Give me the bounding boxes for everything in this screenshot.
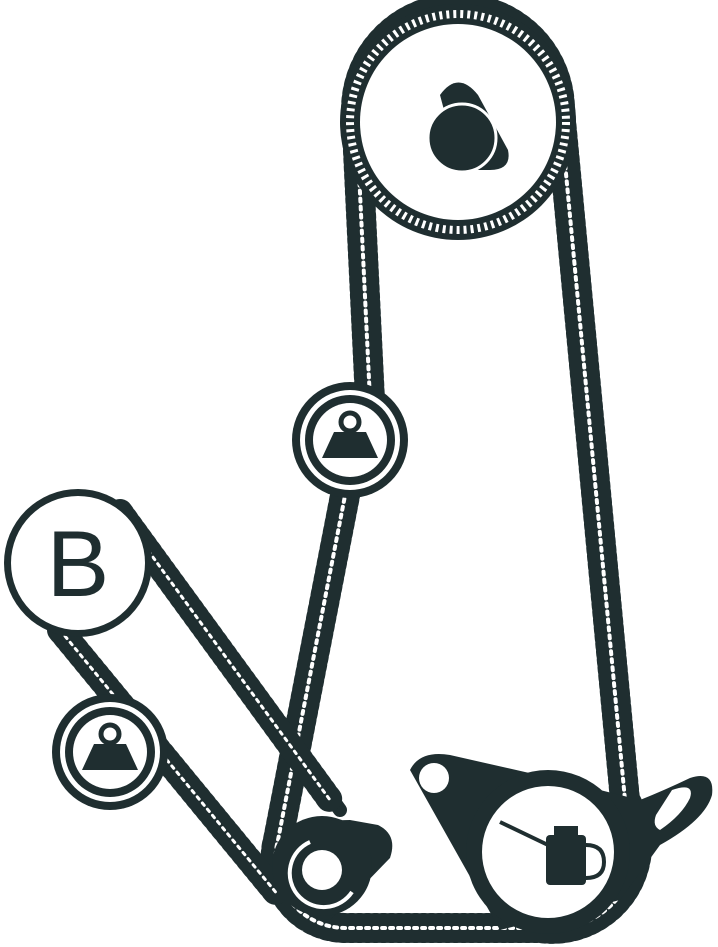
upper-idler-pulley [292,382,408,498]
balance-belt-inner-gap [58,510,332,897]
tensioner-weight-icon [82,722,138,770]
balance-shaft-label: B [47,511,110,616]
eccentric-tensioner-icon [287,840,354,910]
camshaft-sprocket-teeth [346,10,570,234]
balance-shaft-pulley: B [4,489,152,637]
lower-idler-pulley [52,694,168,810]
oil-can-icon [499,820,607,885]
camshaft-sprocket [340,4,576,240]
crank-tensioner-assembly [410,754,713,934]
tensioner-weight-icon [322,410,378,458]
camshaft-lobe-icon [426,82,509,174]
balance-tensioner [272,816,393,920]
